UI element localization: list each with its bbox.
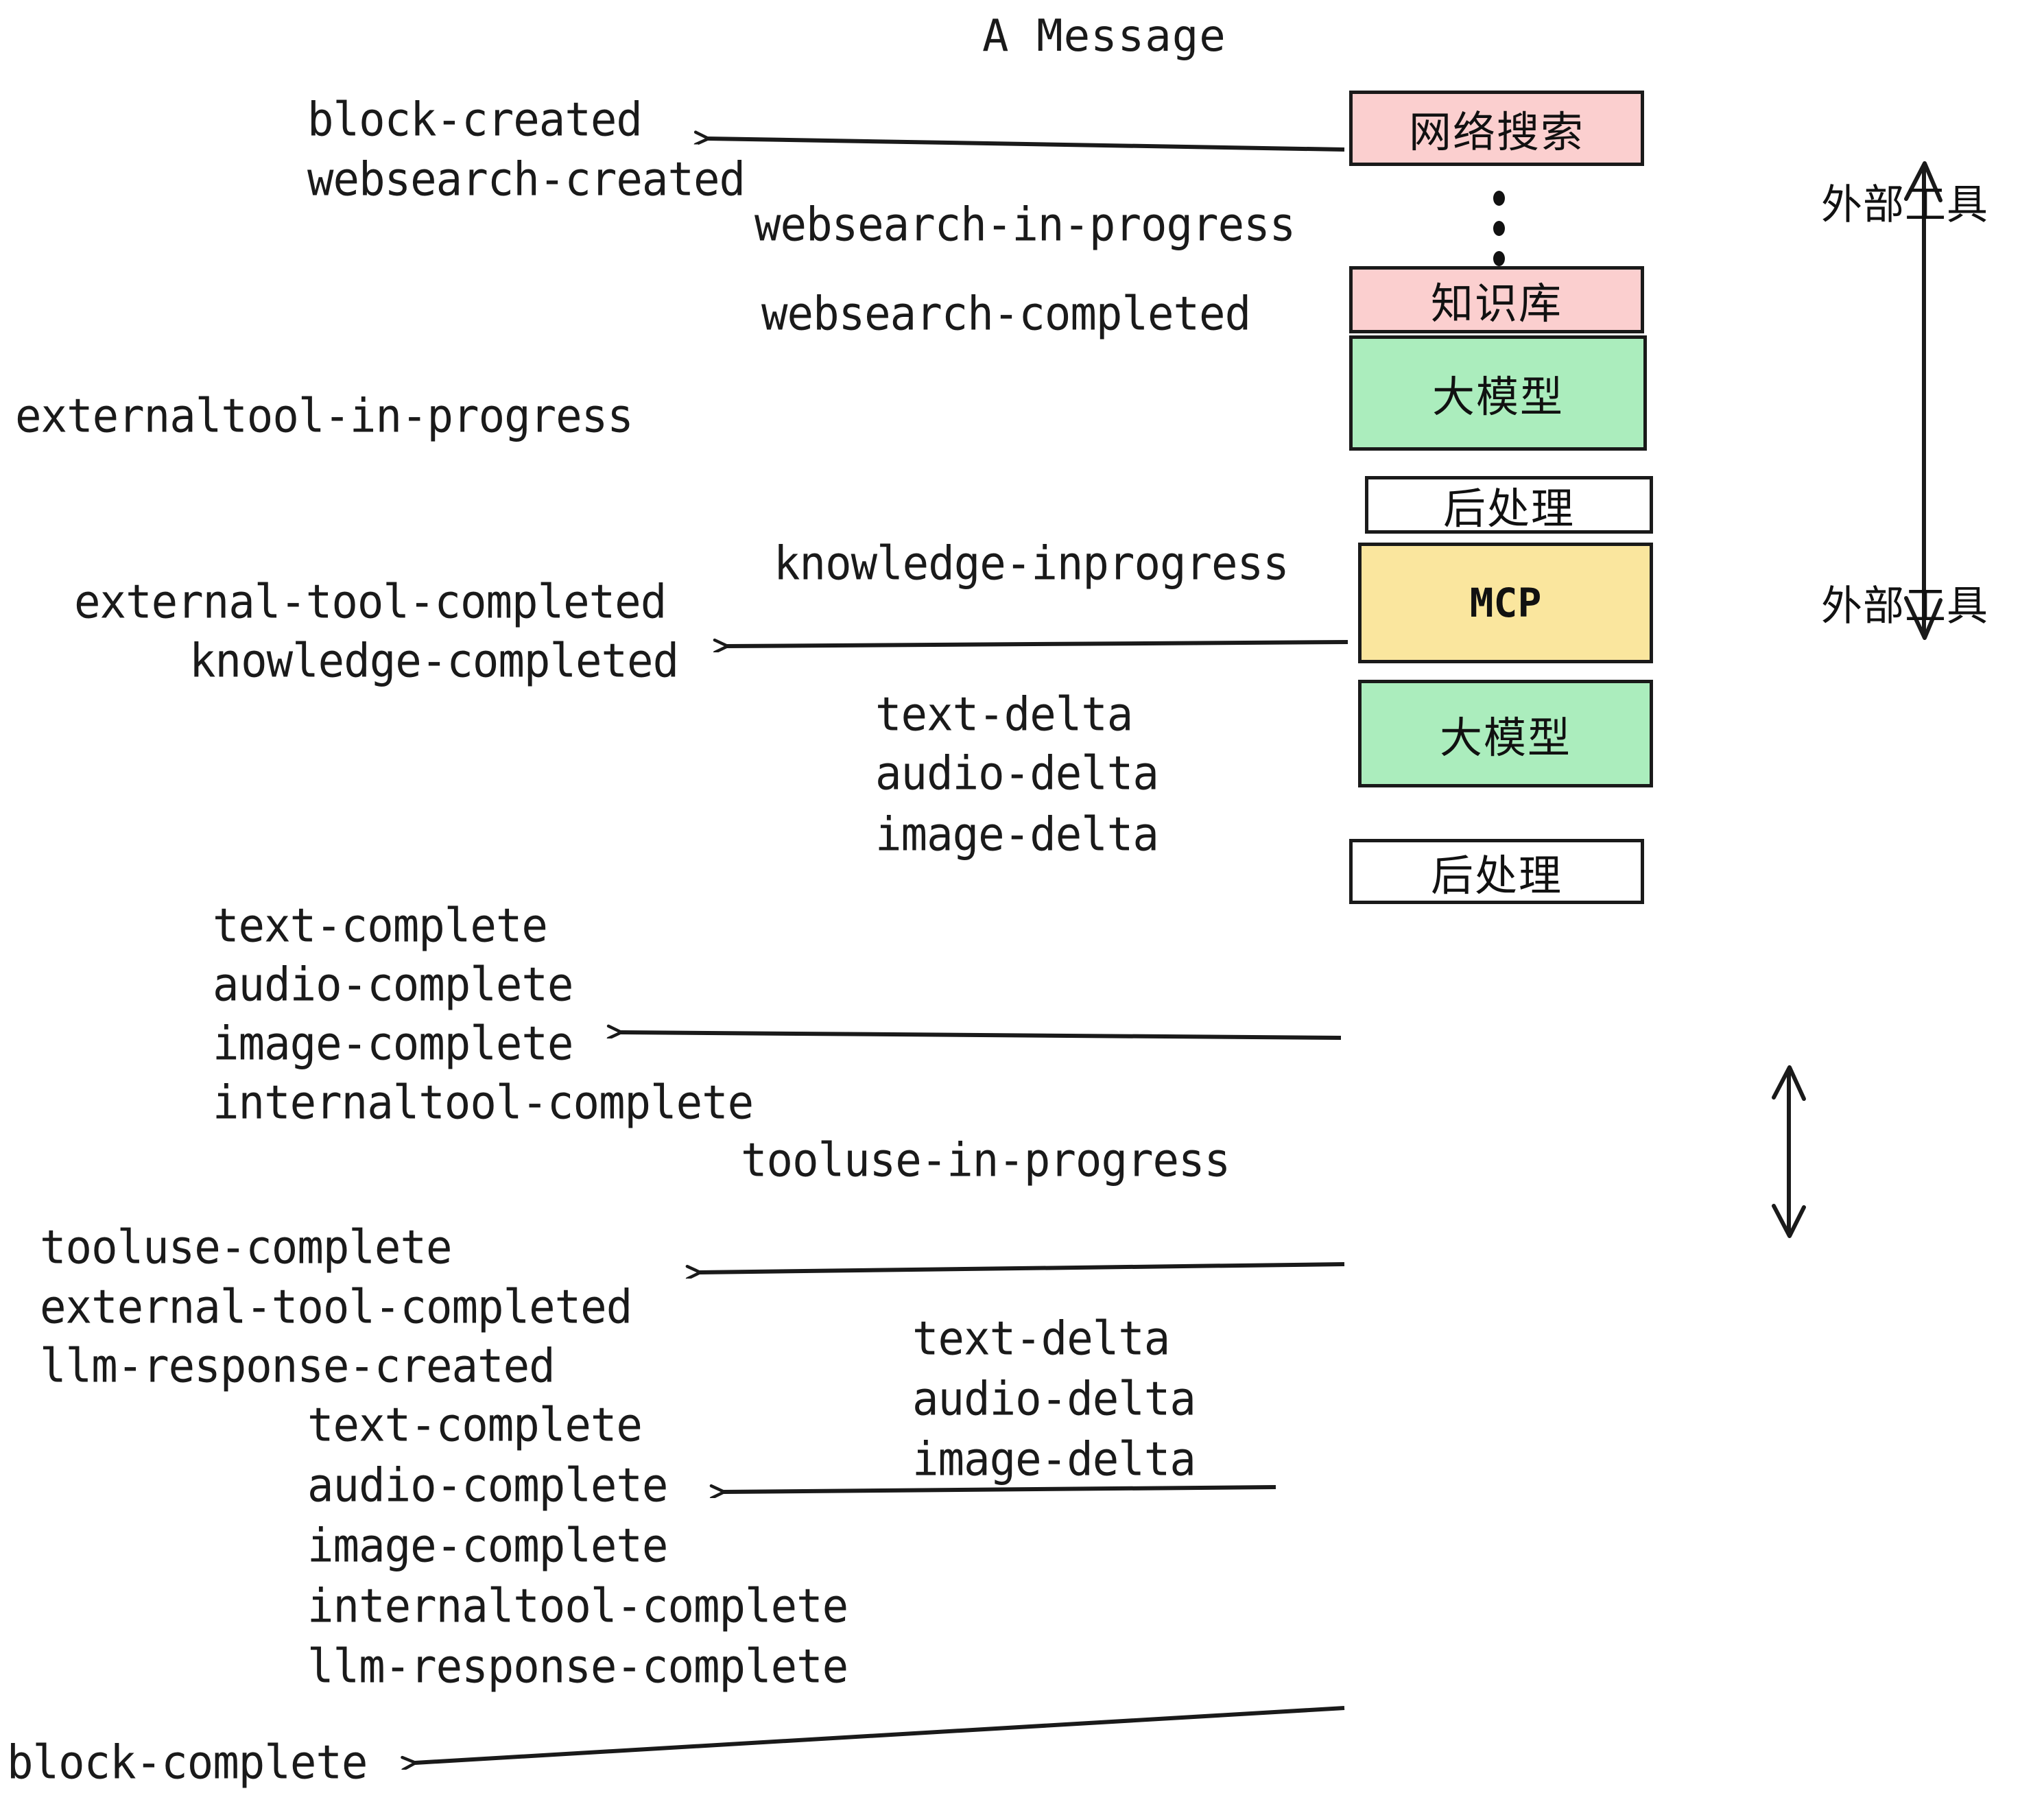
ellipsis-dot: [1493, 191, 1505, 206]
event-audio-delta-1: audio-delta: [875, 746, 1159, 801]
node-llm-second-label: 大模型: [1439, 712, 1571, 763]
event-knowledge-completed: knowledge-completed: [189, 634, 679, 689]
node-knowledge[interactable]: 知识库: [1349, 266, 1644, 333]
node-llm-second[interactable]: 大模型: [1358, 680, 1653, 787]
ellipsis-dot: [1493, 221, 1505, 236]
event-tooluse-complete: tooluse-complete: [40, 1220, 452, 1275]
node-llm-first-label: 大模型: [1431, 372, 1564, 422]
node-postprocess-second-label: 后处理: [1430, 850, 1562, 901]
arrow-audio-complete: [724, 1487, 1276, 1492]
event-internaltool-complete-1: internaltool-complete: [213, 1076, 754, 1130]
event-text-delta-2: text-delta: [912, 1312, 1170, 1366]
node-postprocess-first[interactable]: 后处理: [1365, 476, 1653, 534]
event-llm-response-created: llm-response-created: [40, 1339, 556, 1394]
event-tooluse-in-progress: tooluse-in-progress: [741, 1133, 1231, 1188]
event-knowledge-inprogress: knowledge-inprogress: [774, 536, 1290, 591]
event-audio-complete-1: audio-complete: [213, 958, 573, 1012]
node-websearch[interactable]: 网络搜索: [1349, 91, 1644, 166]
arrow-websearch-created: [708, 139, 1345, 152]
node-postprocess-first-label: 后处理: [1442, 484, 1575, 534]
arrow-knowledge-completed: [727, 642, 1348, 646]
event-internaltool-complete-2: internaltool-complete: [307, 1579, 848, 1634]
node-llm-first[interactable]: 大模型: [1349, 335, 1647, 451]
event-websearch-in-progress: websearch-in-progress: [754, 198, 1296, 252]
node-mcp[interactable]: MCP: [1358, 543, 1653, 663]
external-tools-bottom-arrowhead-down: [1772, 1204, 1806, 1238]
event-audio-complete-2: audio-complete: [307, 1458, 668, 1513]
group-label-external-tools-top: 外部工具: [1821, 181, 1988, 229]
page-title: A Message: [982, 11, 1226, 62]
event-websearch-created: websearch-created: [307, 152, 746, 207]
event-image-complete-2: image-complete: [307, 1519, 668, 1574]
event-external-tool-completed-2: external-tool-completed: [40, 1280, 632, 1335]
event-image-delta-2: image-delta: [912, 1432, 1196, 1487]
event-image-delta-1: image-delta: [875, 807, 1159, 862]
external-tools-bottom-arrowhead-up: [1772, 1065, 1806, 1101]
ellipsis-dot: [1493, 251, 1505, 266]
arrow-block-complete: [415, 1706, 1345, 1763]
node-knowledge-label: 知识库: [1430, 278, 1562, 329]
node-postprocess-second[interactable]: 后处理: [1349, 839, 1644, 904]
event-text-delta-1: text-delta: [875, 687, 1133, 742]
arrow-image-complete: [621, 1032, 1342, 1040]
node-websearch-label: 网络搜索: [1408, 107, 1584, 157]
group-label-external-tools-bottom: 外部工具: [1821, 582, 1988, 630]
event-image-complete-1: image-complete: [213, 1017, 573, 1071]
event-block-created: block-created: [307, 93, 643, 147]
event-text-complete-1: text-complete: [213, 899, 548, 953]
vertical-ellipsis: [1492, 191, 1506, 266]
event-text-complete-2: text-complete: [307, 1398, 643, 1453]
event-llm-response-complete: llm-response-complete: [307, 1639, 848, 1694]
event-websearch-completed: websearch-completed: [761, 287, 1251, 342]
node-mcp-label: MCP: [1469, 580, 1542, 626]
event-audio-delta-2: audio-delta: [912, 1372, 1196, 1427]
event-block-complete: block-complete: [7, 1735, 368, 1790]
event-externaltool-in-progress: externaltool-in-progress: [15, 389, 634, 444]
arrow-tooluse-complete: [700, 1262, 1345, 1272]
event-external-tool-completed: external-tool-completed: [74, 575, 667, 630]
